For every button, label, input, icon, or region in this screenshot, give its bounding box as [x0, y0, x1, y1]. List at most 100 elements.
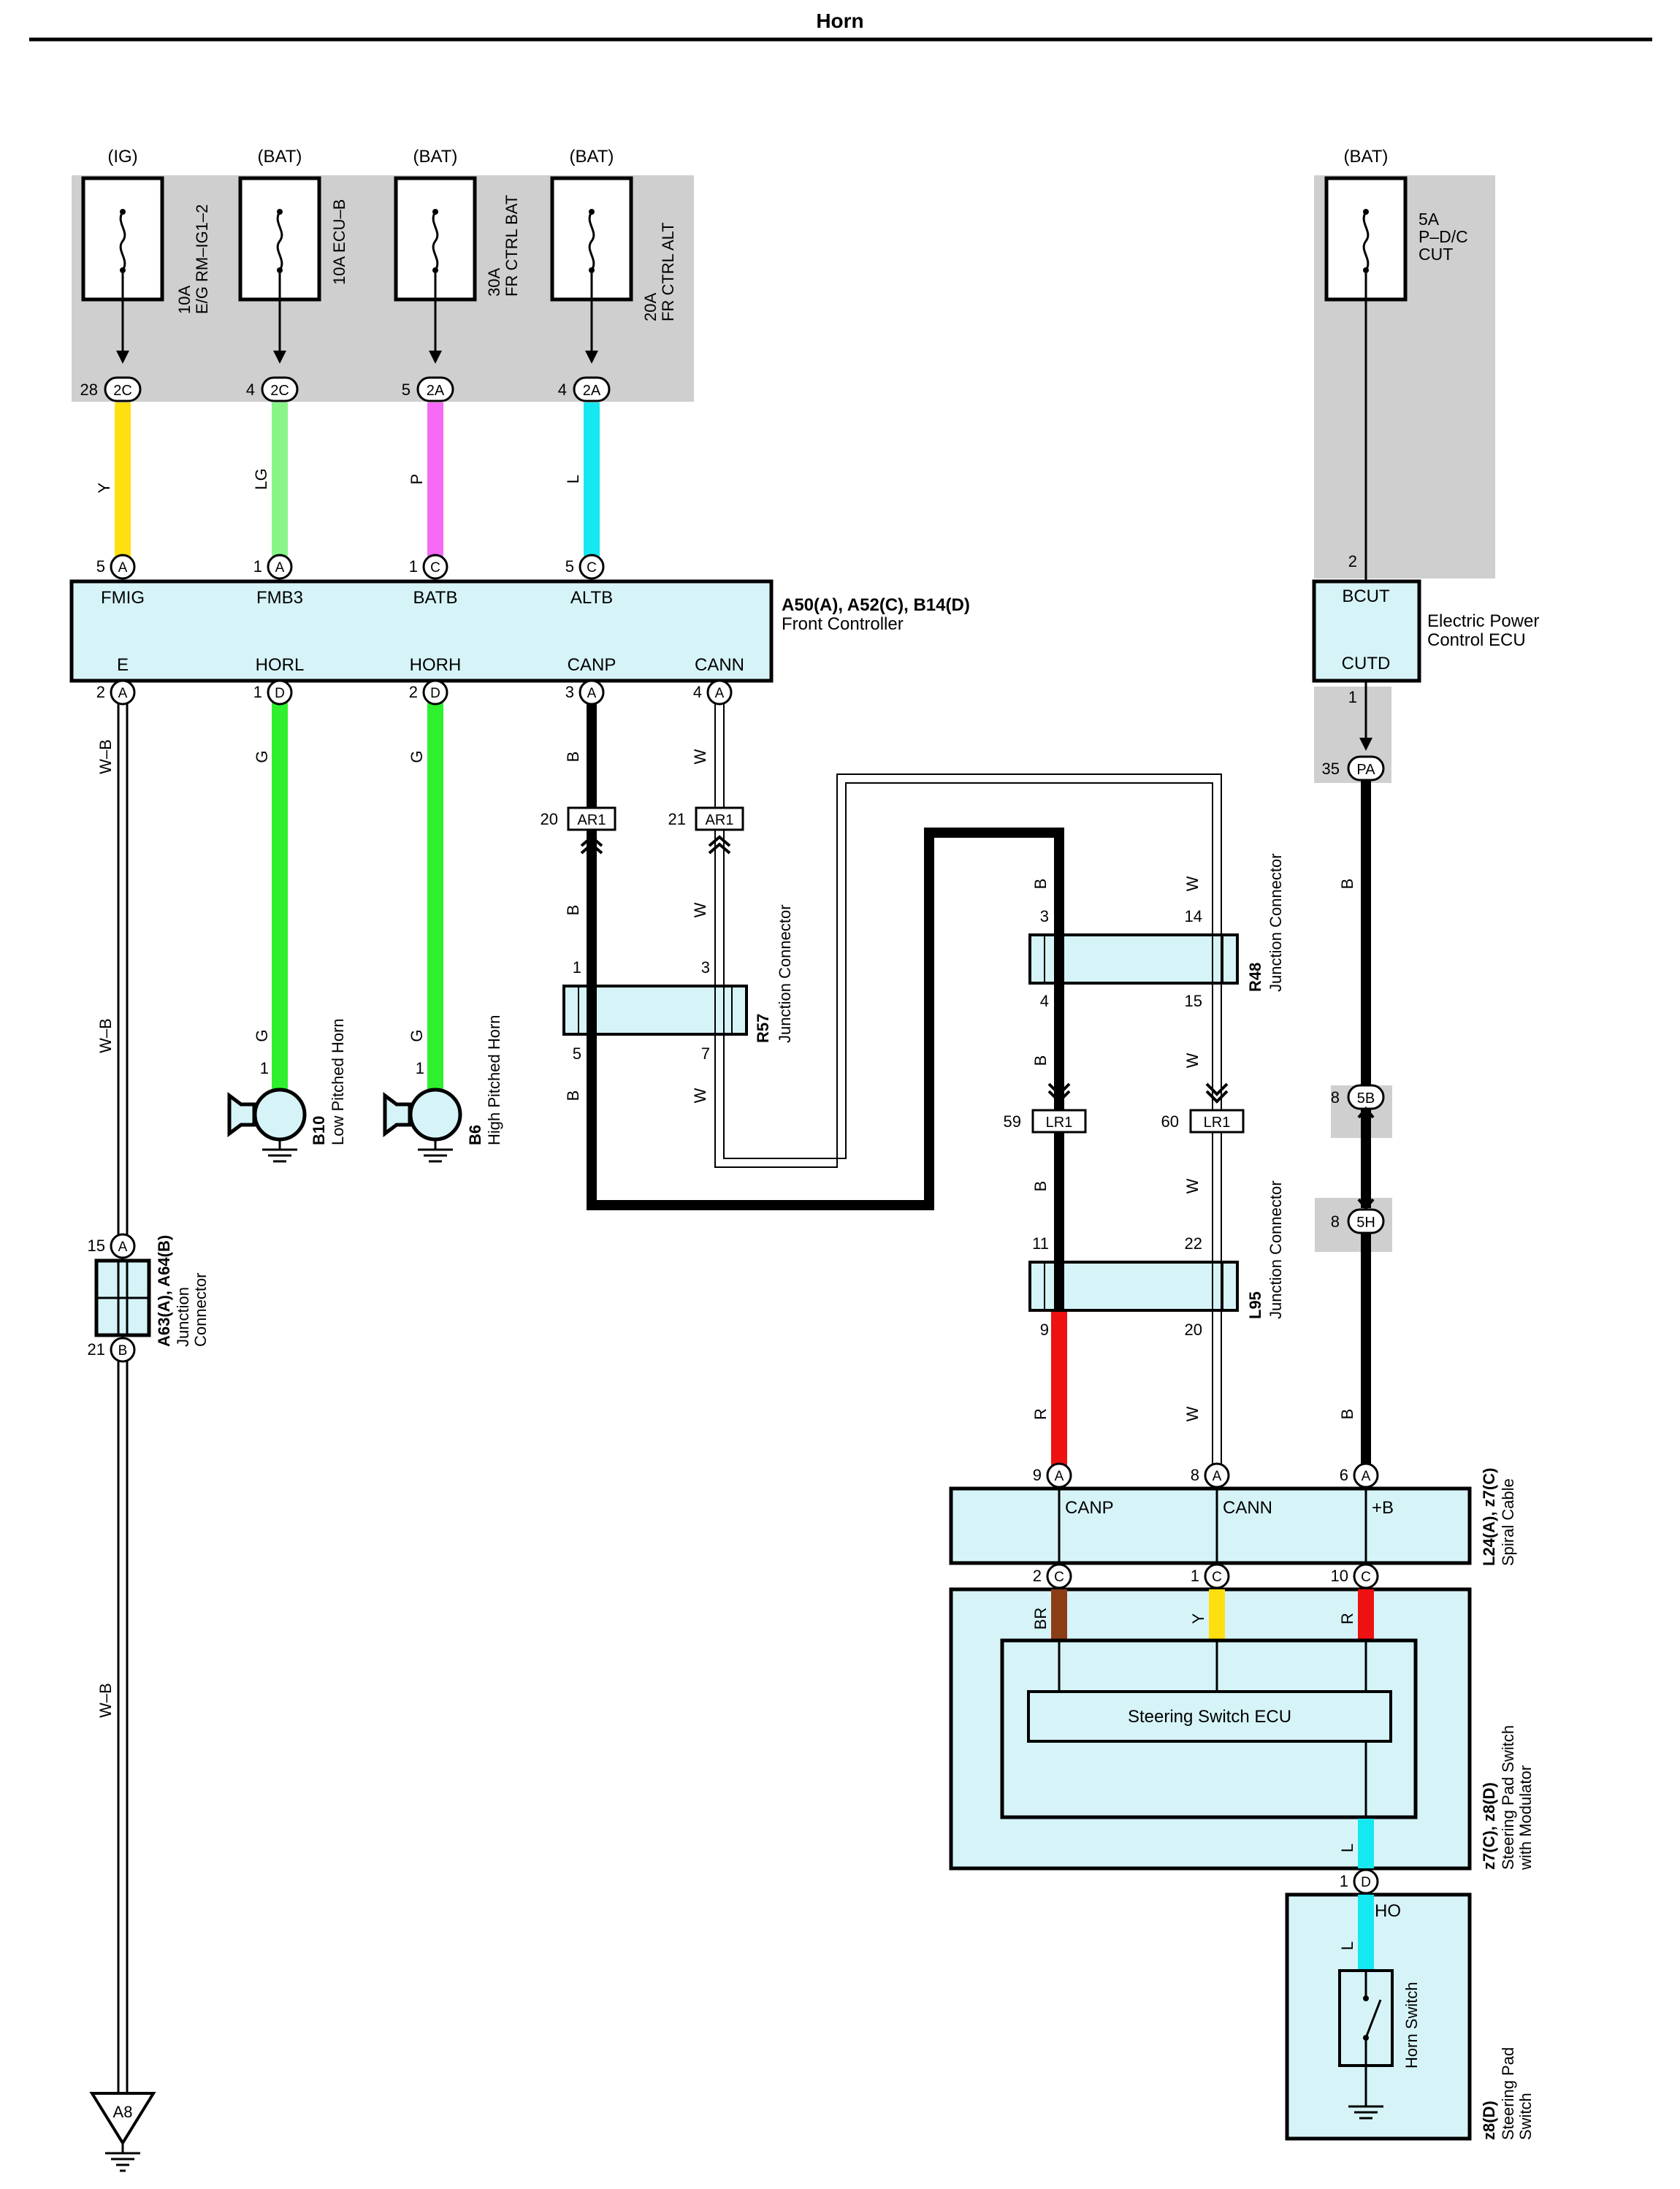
connector-arrow-icon: [1205, 1082, 1229, 1104]
pin-number: 20: [1185, 1321, 1202, 1339]
wire-color-label: R: [1031, 1408, 1050, 1420]
wire-color-label: B: [1031, 1055, 1050, 1066]
fuse-name: 10A ECU–B: [330, 199, 348, 285]
pin-number: 1: [253, 557, 262, 576]
fuse-source: (BAT): [413, 147, 458, 167]
pin-number: 4: [246, 381, 255, 399]
conn-letter: A: [275, 560, 285, 576]
fuse-icon: [432, 211, 439, 271]
wire-color-label: R: [1338, 1613, 1356, 1624]
pin-number: 1: [573, 958, 581, 977]
wire-color-label: W: [1183, 1053, 1202, 1068]
fuse-name: E/G RM–IG1–2: [193, 205, 211, 314]
conn-letter: A: [118, 686, 128, 701]
component-id: A63(A), A64(B): [155, 1235, 173, 1347]
steering-pad-switch: D 1 HO L Horn Switch z8(D) Steering Pad …: [1285, 1868, 1535, 2141]
wire-color-label: L: [1338, 1844, 1356, 1852]
pin-number: 35: [1322, 760, 1340, 778]
terminal-label: +B: [1372, 1498, 1394, 1518]
pin-number: 10: [1331, 1567, 1348, 1585]
fuse-source: (BAT): [570, 147, 614, 167]
conn-label: 2C: [270, 383, 289, 399]
connector-arrow-icon: [708, 835, 731, 855]
conn-label: AR1: [706, 812, 734, 828]
front-controller: A 5 A 1 C 1 C 5 FMIG FMB3 BATB ALTB E HO…: [69, 554, 970, 683]
wire-color-label: LG: [252, 468, 270, 489]
pin-number: 21: [88, 1340, 105, 1359]
wire-color-label: W–B: [96, 1018, 115, 1053]
wire-color-label: P: [408, 474, 426, 485]
pin-number: 4: [558, 381, 567, 399]
wire-color-label: L: [564, 475, 582, 484]
pin-number: 2: [409, 683, 418, 701]
component-id: R57: [754, 1014, 772, 1043]
fuse-amp: 10A: [175, 286, 194, 314]
component-name: Horn Switch: [1402, 1982, 1421, 2068]
terminal-label: HO: [1375, 1901, 1401, 1921]
pin-number: 59: [1004, 1112, 1021, 1131]
pin-number: 3: [565, 683, 574, 701]
pin-number: 21: [668, 810, 686, 828]
wire-color-label: W: [1183, 876, 1202, 891]
fuse-icon: [119, 211, 126, 271]
spiral-bottom-pins: C 2 C 1 C 10 BR Y R L: [1031, 1563, 1379, 1852]
terminal-label: BCUT: [1342, 587, 1390, 606]
pin-number: 1: [1191, 1567, 1199, 1585]
conn-label: 2A: [427, 383, 445, 399]
wire-color-label: W: [1183, 1406, 1202, 1421]
component-name: Steering Pad Switch: [1499, 1725, 1517, 1870]
pin-number: 2: [1033, 1567, 1042, 1585]
pin-number: 5: [573, 1044, 581, 1063]
conn-letter: A: [1213, 1469, 1222, 1484]
component-id: B6: [466, 1125, 484, 1145]
terminal-label: CANP: [1065, 1498, 1114, 1518]
pin-number: 9: [1040, 1321, 1049, 1339]
conn-label: 2A: [583, 383, 601, 399]
terminal-label: ALTB: [570, 588, 613, 608]
ground-label: A8: [113, 2103, 133, 2121]
pin-number: 1: [416, 1059, 424, 1077]
pin-number: 5: [565, 557, 574, 576]
wire-color-label: W: [691, 902, 709, 917]
fuse-amp: 30A: [485, 268, 503, 297]
fuse-source: (BAT): [258, 147, 302, 167]
pin-number: 3: [1040, 907, 1049, 925]
pin-number: 9: [1033, 1466, 1042, 1484]
pin-number: 20: [541, 810, 558, 828]
pin-number: 8: [1191, 1466, 1199, 1484]
electric-power-control-ecu: BCUT CUTD Electric Power Control ECU: [1312, 579, 1539, 683]
pin-number: 5: [402, 381, 411, 399]
connector-arrow-icon: [1357, 1106, 1375, 1119]
conn-label: 5B: [1357, 1090, 1375, 1107]
connector-arrow-icon: [1357, 1198, 1375, 1211]
terminal-label: FMB3: [256, 588, 303, 608]
fuse-icon: [1362, 211, 1370, 271]
conn-letter: D: [275, 686, 285, 701]
component-name: Electric Power: [1427, 611, 1539, 631]
pin-number: 2: [96, 683, 105, 701]
fuse-ig-rm: (IG) 10A E/G RM–IG1–2: [81, 147, 211, 364]
component-name: Steering Pad: [1499, 2047, 1517, 2140]
fuse-icon: [276, 211, 283, 271]
terminal-label: CANN: [695, 655, 744, 675]
conn-letter: A: [118, 1239, 128, 1255]
conn-letter: A: [715, 686, 725, 701]
pin-number: 1: [253, 683, 262, 701]
fuse-amp: 5A: [1419, 210, 1440, 229]
pin-number: 1: [260, 1059, 269, 1077]
component-id: B10: [310, 1116, 328, 1145]
pin-number: 1: [1348, 688, 1357, 706]
wire-color-label: G: [253, 1029, 271, 1042]
fuse-source: (IG): [107, 147, 137, 167]
terminal-label: BATB: [413, 588, 458, 608]
fuse-name: FR CTRL BAT: [503, 195, 521, 297]
wire-color-label: B: [1031, 1181, 1050, 1192]
pin-number: 1: [409, 557, 418, 576]
conn-5h: 5H 8: [1331, 1198, 1385, 1234]
conn-letter: C: [430, 560, 440, 576]
horn-icon: [253, 1088, 307, 1142]
pin-number: 1: [1340, 1872, 1348, 1890]
wire-color-label: W: [691, 749, 709, 764]
pin-number: 28: [80, 381, 98, 399]
pin-number: 8: [1331, 1212, 1340, 1231]
